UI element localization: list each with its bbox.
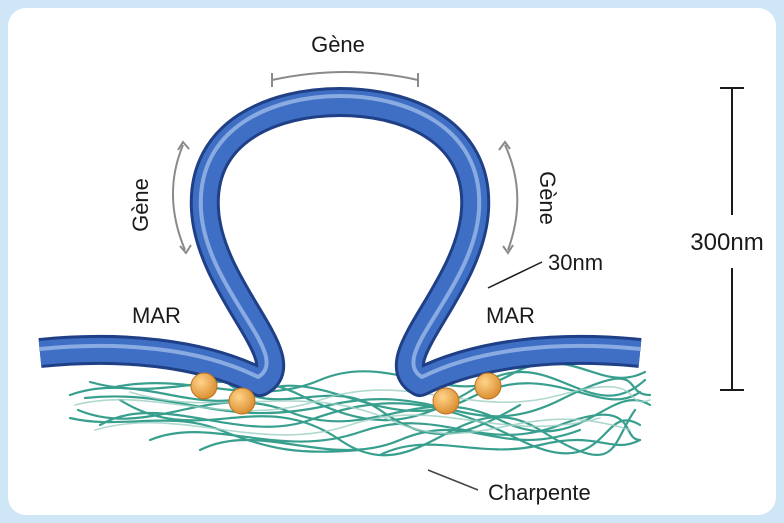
fiber-width-leader	[488, 262, 542, 288]
gene-top-bracket	[272, 72, 418, 80]
gene-top-label: Gène	[311, 32, 365, 57]
scaffold-leader	[428, 470, 478, 490]
protein-bead	[229, 388, 255, 414]
gene-left-arrow	[173, 145, 185, 250]
fiber-width-label: 30nm	[548, 250, 603, 275]
mar-left-label: MAR	[132, 303, 181, 328]
protein-bead	[191, 373, 217, 399]
scaffold-label: Charpente	[488, 480, 591, 505]
protein-bead	[475, 373, 501, 399]
gene-left-label: Gène	[128, 178, 153, 232]
loop-height-label: 300nm	[690, 229, 763, 256]
chromatin-fiber	[40, 96, 640, 382]
gene-right-label: Gène	[535, 171, 560, 225]
mar-right-label: MAR	[486, 303, 535, 328]
gene-right-arrow	[505, 145, 517, 250]
protein-bead	[433, 388, 459, 414]
